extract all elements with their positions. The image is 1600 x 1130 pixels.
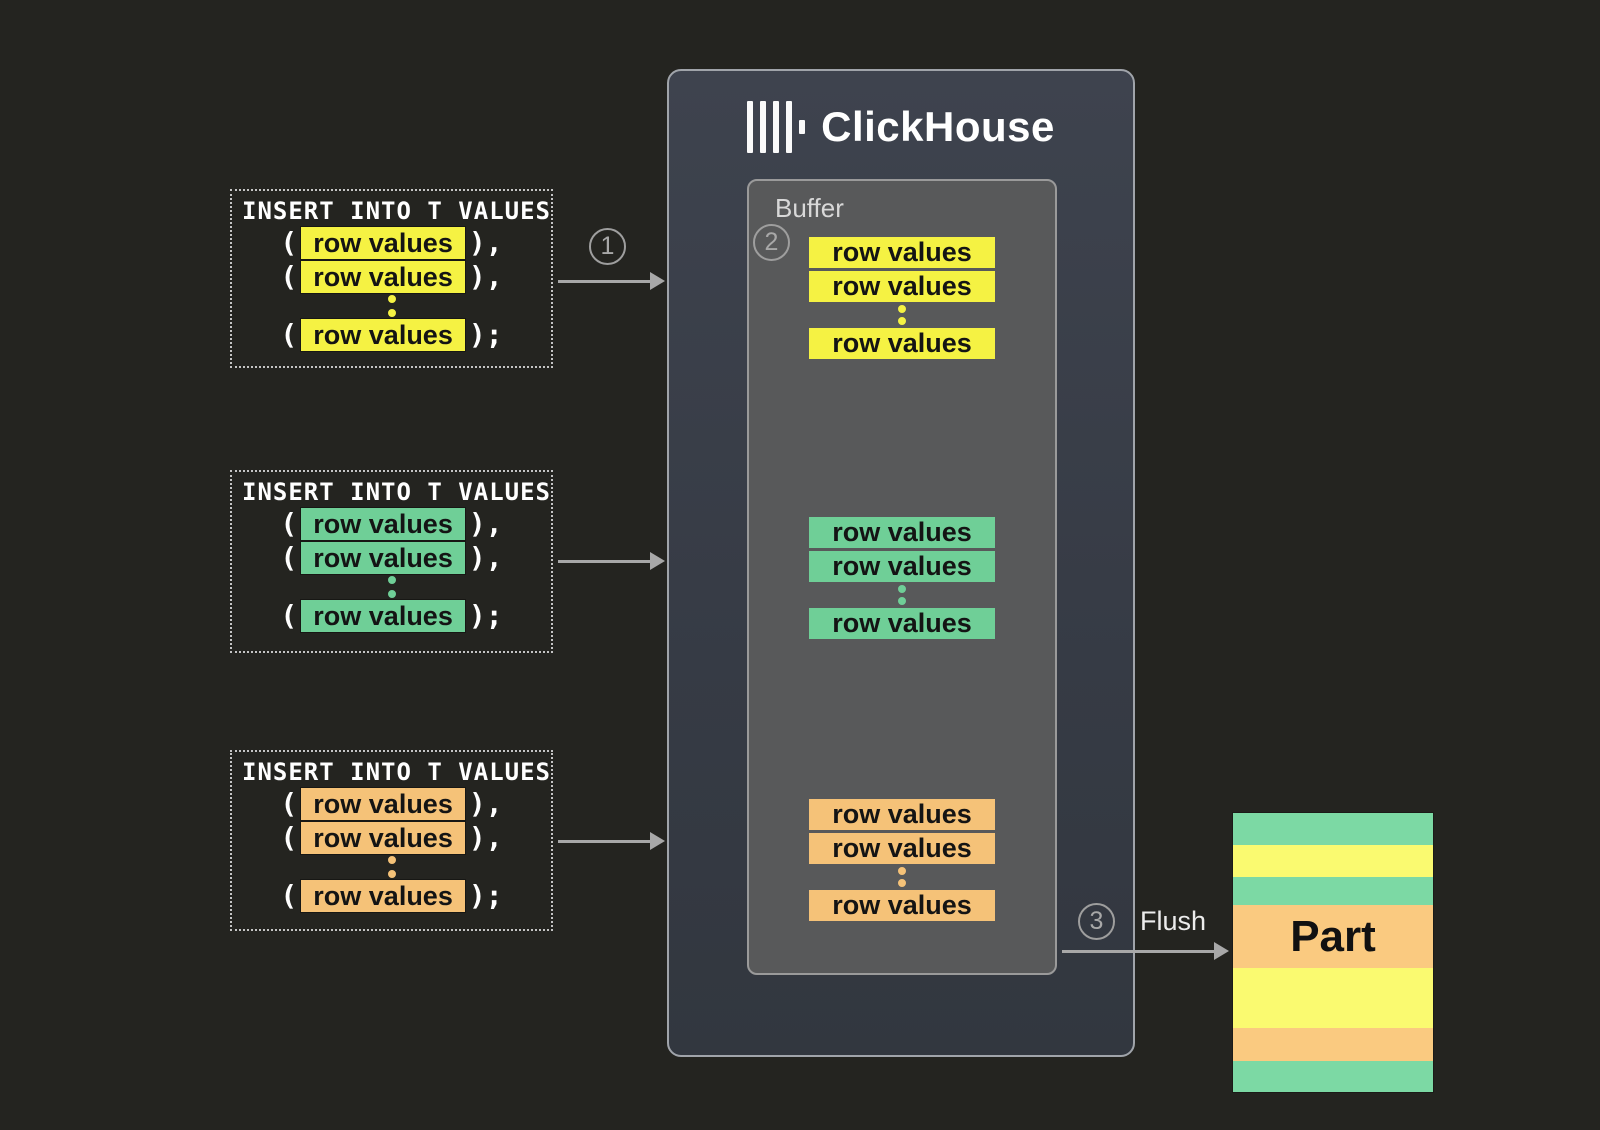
code-line: ( row values ), [276, 261, 506, 293]
buffer-row: row values [809, 890, 995, 921]
close-paren-semicolon: ); [468, 318, 503, 351]
ellipsis-dots [898, 305, 906, 325]
buffer-row: row values [809, 833, 995, 864]
part-stripes: Part [1233, 813, 1433, 1092]
close-paren-comma: ), [468, 541, 503, 574]
arrow-insert-2-to-clickhouse [558, 552, 665, 570]
close-paren-semicolon: ); [468, 599, 503, 632]
close-paren-comma: ), [468, 226, 503, 259]
buffer-row: row values [809, 328, 995, 359]
row-values-chip: row values [301, 788, 465, 820]
clickhouse-title: ClickHouse [821, 103, 1055, 150]
buffer-box: Buffer row values row values row values … [747, 179, 1057, 975]
open-paren: ( [280, 787, 298, 820]
buffer-row: row values [809, 237, 995, 268]
buffer-row: row values [809, 799, 995, 830]
insert-title: INSERT INTO T VALUES [242, 478, 551, 506]
close-paren-comma: ), [468, 507, 503, 540]
close-paren-comma: ), [468, 821, 503, 854]
code-line: ( row values ); [276, 880, 506, 912]
row-values-chip: row values [301, 508, 465, 540]
open-paren: ( [280, 599, 298, 632]
arrow-flush-to-part [1062, 942, 1229, 960]
buffer-row: row values [809, 517, 995, 548]
buffer-row: row values [809, 608, 995, 639]
part-stripe [1233, 968, 1433, 1028]
close-paren-comma: ), [468, 787, 503, 820]
code-line: ( row values ), [276, 542, 506, 574]
open-paren: ( [280, 507, 298, 540]
part-box: Part [1233, 813, 1433, 1092]
arrow-insert-3-to-clickhouse [558, 832, 665, 850]
row-values-chip: row values [301, 319, 465, 351]
part-stripe: Part [1233, 905, 1433, 968]
part-label: Part [1290, 911, 1376, 961]
ellipsis-dots [898, 585, 906, 605]
buffer-group-green: row values row values row values [749, 517, 1055, 639]
clickhouse-logo-icon [747, 101, 806, 153]
step-1-badge: 1 [589, 228, 626, 265]
open-paren: ( [280, 821, 298, 854]
insert-title: INSERT INTO T VALUES [242, 197, 551, 225]
row-values-chip: row values [301, 227, 465, 259]
code-line: ( row values ), [276, 788, 506, 820]
step-2-badge: 2 [753, 224, 790, 261]
part-stripe [1233, 877, 1433, 905]
open-paren: ( [280, 541, 298, 574]
code-line: ( row values ), [276, 227, 506, 259]
clickhouse-header: ClickHouse [669, 99, 1133, 155]
step-3-badge: 3 [1078, 903, 1115, 940]
part-stripe [1233, 1028, 1433, 1061]
open-paren: ( [280, 260, 298, 293]
code-line: ( row values ), [276, 822, 506, 854]
ellipsis-dots [898, 867, 906, 887]
flush-label: Flush [1140, 906, 1207, 936]
buffer-row: row values [809, 551, 995, 582]
insert-statement-block-1: INSERT INTO T VALUES ( row values ), ( r… [230, 189, 553, 368]
clickhouse-server-box: ClickHouse Buffer row values row values … [667, 69, 1135, 1057]
insert-statement-block-3: INSERT INTO T VALUES ( row values ), ( r… [230, 750, 553, 931]
part-stripe [1233, 1061, 1433, 1092]
code-line: ( row values ); [276, 319, 506, 351]
part-stripe [1233, 813, 1433, 845]
open-paren: ( [280, 879, 298, 912]
part-stripe [1233, 845, 1433, 877]
row-values-chip: row values [301, 261, 465, 293]
buffer-row: row values [809, 271, 995, 302]
code-line: ( row values ), [276, 508, 506, 540]
arrow-insert-1-to-clickhouse [558, 272, 665, 290]
open-paren: ( [280, 226, 298, 259]
buffer-group-orange: row values row values row values [749, 799, 1055, 921]
buffer-label: Buffer [775, 193, 844, 223]
open-paren: ( [280, 318, 298, 351]
close-paren-comma: ), [468, 260, 503, 293]
row-values-chip: row values [301, 822, 465, 854]
close-paren-semicolon: ); [468, 879, 503, 912]
row-values-chip: row values [301, 880, 465, 912]
row-values-chip: row values [301, 542, 465, 574]
ellipsis-dots [387, 856, 396, 878]
row-values-chip: row values [301, 600, 465, 632]
code-line: ( row values ); [276, 600, 506, 632]
buffer-group-yellow: row values row values row values [749, 237, 1055, 359]
ellipsis-dots [387, 576, 396, 598]
insert-title: INSERT INTO T VALUES [242, 758, 551, 786]
ellipsis-dots [387, 295, 396, 317]
insert-statement-block-2: INSERT INTO T VALUES ( row values ), ( r… [230, 470, 553, 653]
